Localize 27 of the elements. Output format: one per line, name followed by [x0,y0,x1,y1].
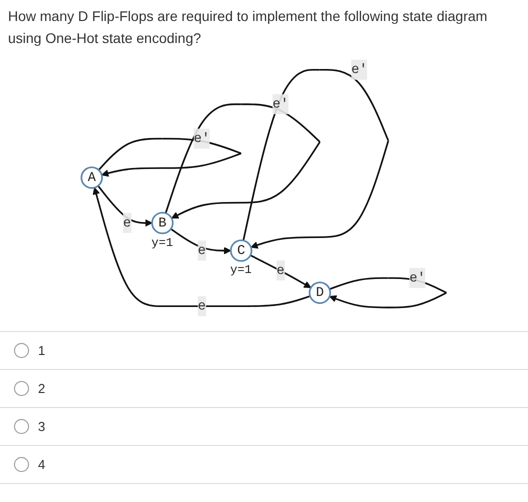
arrow [242,69,390,250]
radio-option: 2 [8,381,46,396]
radio-option: 1 [8,343,46,358]
edge-label: e [123,216,132,231]
radio-option: 4 [8,457,46,472]
edge-label: e [198,299,206,314]
node-circle: A [80,166,103,190]
edge-label: e [198,243,206,259]
output-label: y=1 [151,236,174,250]
radio-option: 3 [8,419,46,434]
arrow [329,278,447,309]
edge-label: e' [409,270,426,286]
edge-label: e' [272,97,289,112]
arrow [164,104,321,219]
arrow [170,228,232,255]
node-circle: D [308,282,332,304]
output-label: y=1 [230,263,252,278]
arrow [92,188,310,308]
edge-label: e' [194,132,210,147]
arrow [97,186,152,228]
node-circle: C [230,240,252,262]
edge-label: e' [351,62,368,78]
arrow [98,138,242,178]
edge-label: e [276,263,285,278]
node-circle: B [151,212,174,235]
question-text: How many D Flip-Flops are required to implement the following state diagram using One-Hot state encoding? [8,7,488,48]
arrow [250,254,312,288]
